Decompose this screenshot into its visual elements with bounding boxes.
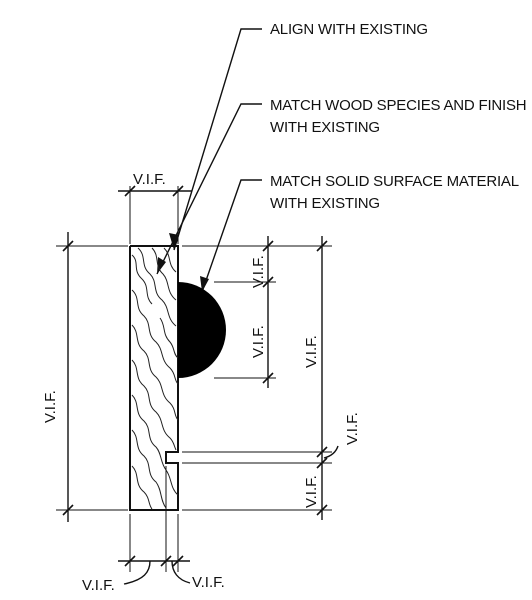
dim-top-width-label: V.I.F. xyxy=(133,171,166,188)
solid-surface-bead xyxy=(178,282,226,378)
dim-right-bottom-label: V.I.F. xyxy=(303,475,320,508)
note-wood-line2: WITH EXISTING xyxy=(270,119,380,136)
leader-solid-arrow xyxy=(200,276,209,292)
note-wood-group: MATCH WOOD SPECIES AND FINISH WITH EXIST… xyxy=(156,97,527,275)
leader-align xyxy=(173,28,262,251)
dim-right-top-label: V.I.F. xyxy=(250,255,267,288)
note-solid-group: MATCH SOLID SURFACE MATERIAL WITH EXISTI… xyxy=(200,173,519,293)
dim-overall-height: V.I.F. xyxy=(42,232,128,522)
dim-bottom-right-label: V.I.F. xyxy=(192,574,225,591)
dim-right-upper-label: V.I.F. xyxy=(303,335,320,368)
trim-outline xyxy=(129,245,179,511)
dim-right-inner: V.I.F. V.I.F. xyxy=(250,236,274,388)
dim-right-groove-label: V.I.F. xyxy=(344,412,361,445)
note-solid-line1: MATCH SOLID SURFACE MATERIAL xyxy=(270,173,519,190)
dim-top-width: V.I.F. xyxy=(118,171,192,244)
dim-right-extensions xyxy=(182,245,332,511)
dim-bottom-left-label: V.I.F. xyxy=(82,577,115,594)
note-align-group: ALIGN WITH EXISTING xyxy=(169,21,428,251)
note-wood-line1: MATCH WOOD SPECIES AND FINISH xyxy=(270,97,526,114)
note-align: ALIGN WITH EXISTING xyxy=(270,21,428,38)
dim-bottom-left-leader xyxy=(123,560,151,585)
leader-solid xyxy=(201,179,262,293)
dim-right-outer: V.I.F. V.I.F. V.I.F. xyxy=(303,236,361,520)
leader-wood xyxy=(156,103,262,275)
note-solid-line2: WITH EXISTING xyxy=(270,195,380,212)
dim-overall-height-label: V.I.F. xyxy=(42,390,59,423)
wood-grain-hatch xyxy=(131,247,179,510)
dim-bottom: V.I.F. V.I.F. xyxy=(82,466,225,594)
dim-right-groove-leader xyxy=(323,445,339,459)
dim-bottom-right-leader xyxy=(171,560,191,584)
leader-align-arrow xyxy=(169,233,179,250)
dim-right-bead-label: V.I.F. xyxy=(250,325,267,358)
trim-profile xyxy=(129,245,179,511)
